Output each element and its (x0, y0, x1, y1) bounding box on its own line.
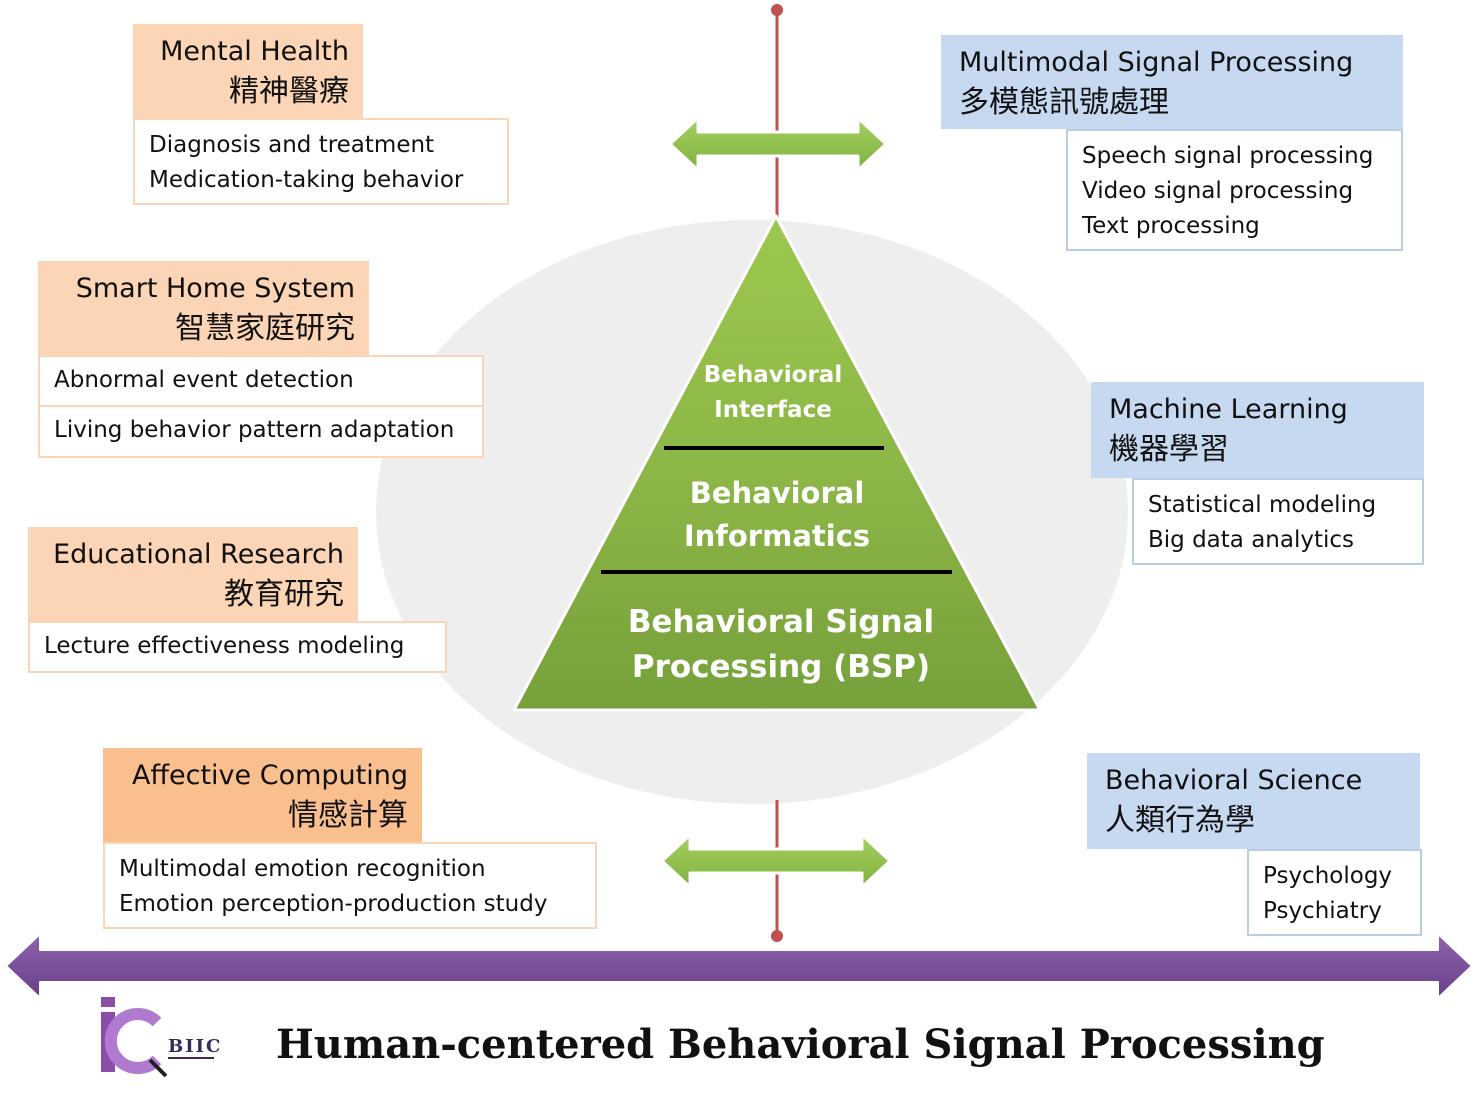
behavioral-science-title: Behavioral Science (1105, 765, 1363, 796)
behavioral-science-details: Psychology Psychiatry (1247, 849, 1422, 936)
vertical-axis-bottom-dot (771, 930, 783, 942)
smart-home-item-living: Living behavior pattern adaptation (38, 405, 484, 458)
multimodal-signal-processing-header: Multimodal Signal Processing 多模態訊號處理 (941, 35, 1403, 129)
pyramid-label-bsp: Behavioral Signal Processing (BSP) (590, 600, 972, 690)
multimodal-signal-processing-details: Speech signal processing Video signal pr… (1066, 129, 1403, 251)
pyramid (512, 214, 1042, 712)
pyramid-middle-line1: Behavioral (689, 476, 865, 510)
behavioral-science-header: Behavioral Science 人類行為學 (1087, 753, 1420, 849)
pyramid-top-line1: Behavioral (703, 362, 843, 388)
detail-item: Video signal processing (1082, 178, 1354, 204)
detail-item: Speech signal processing (1082, 143, 1374, 169)
detail-item: Multimodal emotion recognition (119, 856, 486, 882)
multimodal-signal-processing-title-zh: 多模態訊號處理 (959, 85, 1169, 120)
educational-research-title: Educational Research (53, 539, 344, 570)
smart-home-title: Smart Home System (75, 273, 355, 304)
behavioral-science-title-zh: 人類行為學 (1105, 803, 1255, 838)
pyramid-label-behavioral-informatics: Behavioral Informatics (640, 472, 914, 558)
smart-home-title-zh: 智慧家庭研究 (175, 311, 355, 346)
smart-home-header: Smart Home System 智慧家庭研究 (38, 261, 369, 355)
multimodal-signal-processing-title: Multimodal Signal Processing (959, 47, 1354, 78)
biic-logo-text: BIIC (168, 1036, 223, 1057)
educational-research-title-zh: 教育研究 (224, 577, 344, 612)
pyramid-bottom-line2: Processing (BSP) (631, 649, 931, 685)
detail-item: Medication-taking behavior (149, 167, 464, 193)
affective-computing-title-zh: 情感計算 (288, 798, 408, 833)
detail-item: Emotion perception-production study (119, 891, 548, 917)
biic-logo-icon (101, 997, 214, 1078)
pyramid-bottom-line1: Behavioral Signal (627, 604, 935, 640)
mental-health-header: Mental Health 精神醫療 (133, 24, 363, 118)
mental-health-details: Diagnosis and treatment Medication-takin… (133, 118, 509, 205)
detail-item: Big data analytics (1148, 527, 1355, 553)
pyramid-top-line2: Interface (714, 397, 832, 423)
educational-research-item: Lecture effectiveness modeling (28, 621, 447, 673)
smart-home-item-abnormal: Abnormal event detection (38, 355, 484, 407)
detail-item: Psychology (1263, 863, 1393, 889)
horizontal-axis-arrow (5, 933, 1473, 999)
educational-research-header: Educational Research 教育研究 (28, 527, 358, 621)
detail-item: Diagnosis and treatment (149, 132, 435, 158)
detail-item: Statistical modeling (1148, 492, 1377, 518)
affective-computing-title: Affective Computing (131, 760, 408, 791)
lower-double-arrow (660, 833, 892, 889)
upper-double-arrow (668, 116, 888, 172)
vertical-axis-top-dot (771, 4, 783, 16)
mental-health-title-zh: 精神醫療 (229, 74, 349, 109)
machine-learning-title: Machine Learning (1109, 394, 1348, 425)
pyramid-middle-line2: Informatics (683, 519, 871, 553)
pyramid-label-behavioral-interface: Behavioral Interface (660, 358, 886, 428)
machine-learning-details: Statistical modeling Big data analytics (1132, 478, 1424, 565)
machine-learning-header: Machine Learning 機器學習 (1091, 382, 1424, 478)
detail-item: Text processing (1082, 213, 1260, 239)
affective-computing-details: Multimodal emotion recognition Emotion p… (103, 842, 597, 929)
mental-health-title: Mental Health (160, 36, 349, 67)
machine-learning-title-zh: 機器學習 (1109, 432, 1229, 467)
affective-computing-header: Affective Computing 情感計算 (103, 748, 422, 842)
detail-item: Psychiatry (1263, 898, 1382, 924)
page-title: Human-centered Behavioral Signal Process… (276, 1021, 1325, 1068)
